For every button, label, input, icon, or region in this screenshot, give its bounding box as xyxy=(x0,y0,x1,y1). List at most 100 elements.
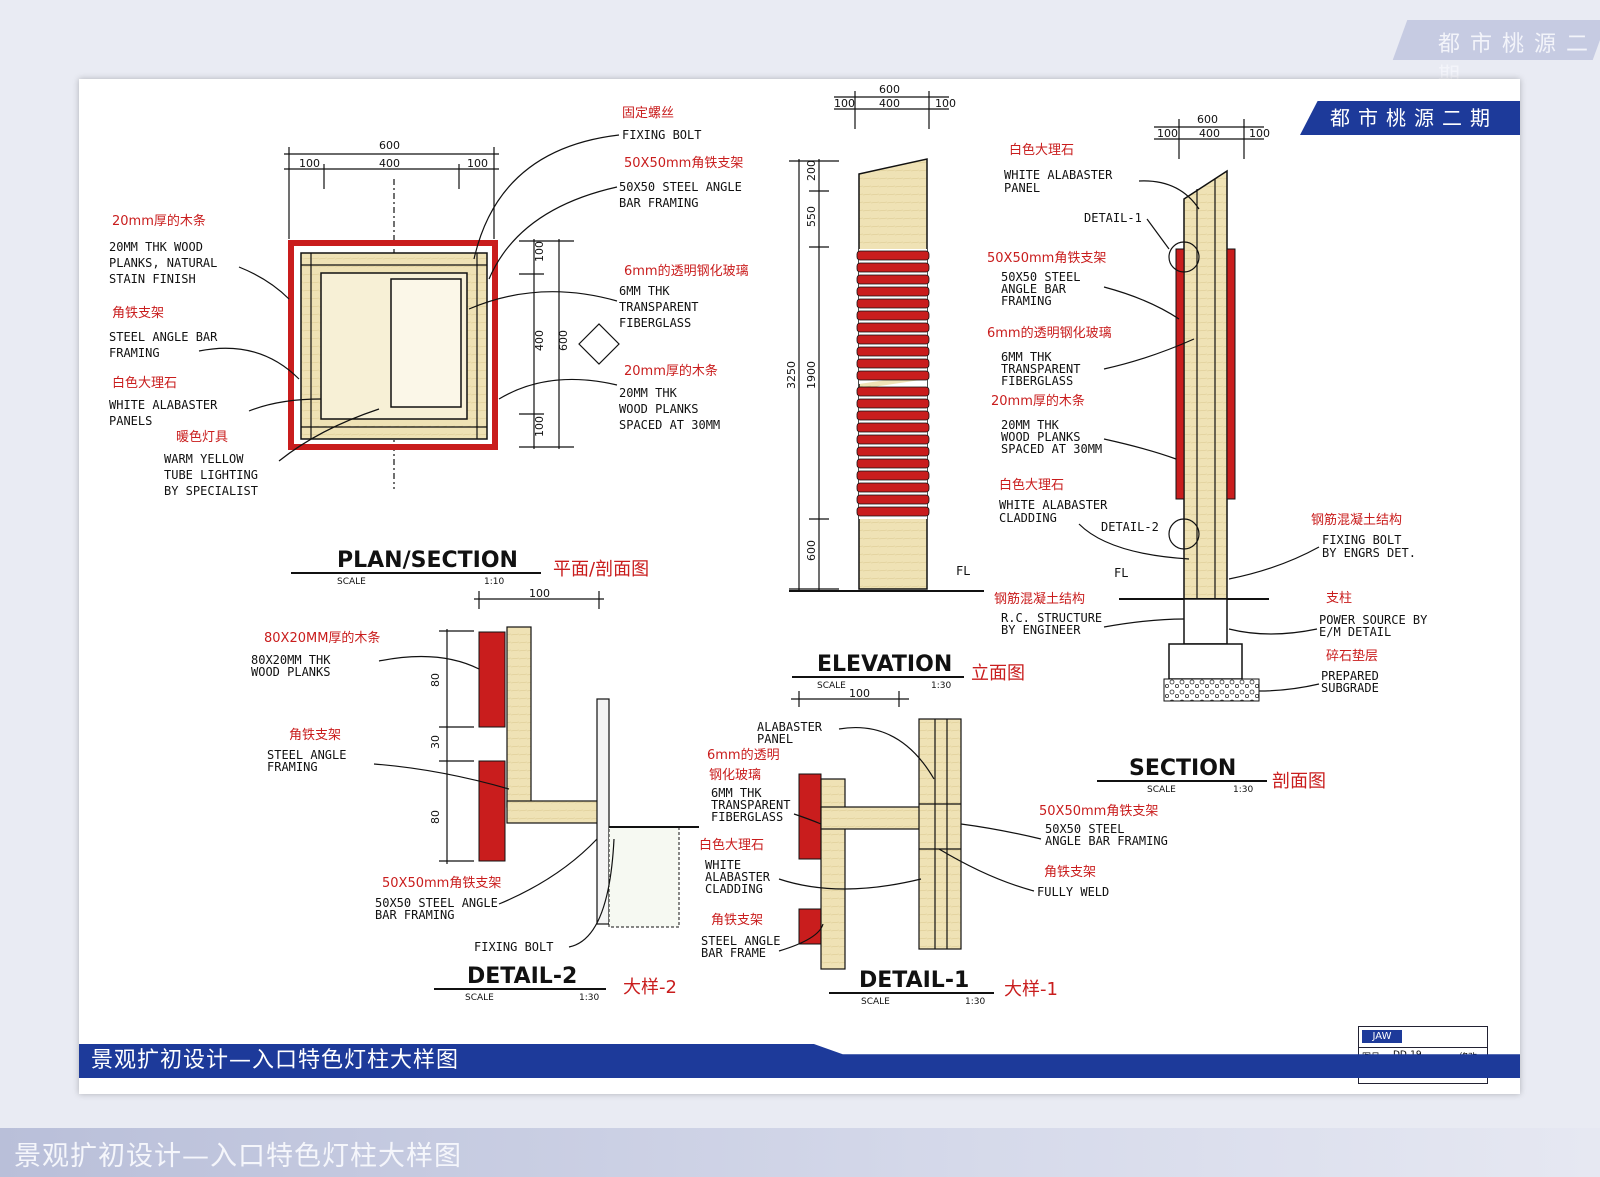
elevation-slat xyxy=(856,386,930,397)
elevation-tag: 立面图 xyxy=(971,663,1025,684)
svg-text:白色大理石: 白色大理石 xyxy=(699,837,764,853)
section-title: SECTION xyxy=(1129,756,1236,781)
svg-text:BY ENGINEER: BY ENGINEER xyxy=(1001,623,1081,637)
svg-text:PANELS: PANELS xyxy=(109,414,152,428)
detail1-drawing: 100 ALABASTER PANEL 6mm的透明 钢化玻璃 6MM THK xyxy=(699,687,1168,1007)
section-scale: 1:30 xyxy=(1233,785,1253,795)
detail2-title: DETAIL-2 xyxy=(467,964,577,989)
svg-text:6MM THK: 6MM THK xyxy=(1001,350,1052,364)
elevation-slat xyxy=(856,506,930,517)
svg-text:50X50 STEEL ANGLE: 50X50 STEEL ANGLE xyxy=(375,896,498,910)
drawing-canvas: 600 400 100 100 100 400 600 100 xyxy=(109,83,1428,1007)
elevation-slat xyxy=(856,358,930,369)
svg-text:50X50mm角铁支架: 50X50mm角铁支架 xyxy=(382,876,501,891)
svg-text:TRANSPARENT: TRANSPARENT xyxy=(619,300,698,314)
plan-label-wood-planks: 20mm厚的木条 20MM THK WOOD PLANKS, NATURAL S… xyxy=(109,213,290,300)
elev-dim-550: 550 xyxy=(805,206,818,227)
sect-dim-400: 400 xyxy=(1199,127,1220,140)
svg-text:FRAMING: FRAMING xyxy=(109,346,160,360)
d1-dim-100: 100 xyxy=(849,687,870,700)
detail2-tag: 大样-2 xyxy=(623,977,677,998)
d1-label-steel-angle: 角铁支架 STEEL ANGLE BAR FRAME xyxy=(701,913,824,960)
svg-text:TRANSPARENT: TRANSPARENT xyxy=(1001,362,1080,376)
svg-text:WHITE ALABASTER: WHITE ALABASTER xyxy=(999,498,1108,512)
detail1-scale: 1:30 xyxy=(965,997,985,1007)
sect-label-alabaster-cladding: 白色大理石 WHITE ALABASTER CLADDING xyxy=(999,477,1190,560)
svg-text:FRAMING: FRAMING xyxy=(267,760,318,774)
elev-dim-1900: 1900 xyxy=(805,361,818,389)
svg-text:角铁支架: 角铁支架 xyxy=(1044,865,1096,880)
svg-text:R.C. STRUCTURE: R.C. STRUCTURE xyxy=(1001,611,1102,625)
elevation-slat xyxy=(856,322,930,333)
svg-text:STEEL ANGLE: STEEL ANGLE xyxy=(267,748,346,762)
svg-text:50X50mm角铁支架: 50X50mm角铁支架 xyxy=(1039,804,1158,819)
svg-text:20MM THK WOOD: 20MM THK WOOD xyxy=(109,240,203,254)
elevation-slat xyxy=(856,494,930,505)
elevation-slat xyxy=(856,398,930,409)
svg-text:白色大理石: 白色大理石 xyxy=(112,375,177,391)
svg-text:FIBERGLASS: FIBERGLASS xyxy=(1001,374,1073,388)
sect-fl: FL xyxy=(1114,566,1128,580)
svg-text:20MM THK: 20MM THK xyxy=(619,386,678,400)
elevation-slats xyxy=(856,250,930,517)
svg-text:STEEL ANGLE: STEEL ANGLE xyxy=(701,934,780,948)
svg-text:WHITE ALABASTER: WHITE ALABASTER xyxy=(1004,168,1113,182)
svg-text:角铁支架: 角铁支架 xyxy=(112,306,164,321)
d1-label-fiberglass-cn: 6mm的透明 钢化玻璃 xyxy=(707,747,780,783)
svg-text:TUBE LIGHTING: TUBE LIGHTING xyxy=(164,468,258,482)
svg-text:角铁支架: 角铁支架 xyxy=(711,913,763,928)
detail1-tag: 大样-1 xyxy=(1004,979,1058,1000)
plan-label-steel-50x50: 50X50mm角铁支架 50X50 STEEL ANGLE BAR FRAMIN… xyxy=(488,156,743,280)
svg-text:钢筋混凝土结构: 钢筋混凝土结构 xyxy=(994,591,1085,607)
elev-dim-100-r: 100 xyxy=(935,97,956,110)
elevation-slat xyxy=(856,274,930,285)
detail2-scale: 1:30 xyxy=(579,993,599,1003)
sect-label-detail2: DETAIL-2 xyxy=(1101,520,1159,534)
elevation-scale: 1:30 xyxy=(931,681,951,691)
svg-text:50X50mm角铁支架: 50X50mm角铁支架 xyxy=(624,156,743,171)
sect-label-wood-spaced: 20mm厚的木条 20MM THK WOOD PLANKS SPACED AT … xyxy=(991,393,1177,460)
elevation-slat xyxy=(856,346,930,357)
elevation-slat xyxy=(856,410,930,421)
plan-label-fixing-bolt: 固定螺丝 FIXING BOLT xyxy=(473,106,701,260)
sect-label-power-source: 支柱 POWER SOURCE BY E/M DETAIL xyxy=(1228,591,1428,639)
svg-text:20mm厚的木条: 20mm厚的木条 xyxy=(991,393,1085,409)
elevation-scale-label: SCALE xyxy=(817,681,846,691)
plan-label-fiberglass: 6mm的透明钢化玻璃 6MM THK TRANSPARENT FIBERGLAS… xyxy=(468,263,749,330)
d2-label-steel-50x50: 50X50mm角铁支架 50X50 STEEL ANGLE BAR FRAMIN… xyxy=(375,838,598,922)
sect-label-alabaster-panel: 白色大理石 WHITE ALABASTER PANEL xyxy=(1004,142,1200,210)
svg-text:CLADDING: CLADDING xyxy=(705,882,763,896)
sect-label-rc-structure: 钢筋混凝土结构 R.C. STRUCTURE BY ENGINEER xyxy=(994,591,1185,637)
svg-text:50X50mm角铁支架: 50X50mm角铁支架 xyxy=(987,251,1106,266)
svg-text:20MM THK: 20MM THK xyxy=(1001,418,1060,432)
svg-text:50X50 STEEL ANGLE: 50X50 STEEL ANGLE xyxy=(619,180,742,194)
elev-dim-100-l: 100 xyxy=(834,97,855,110)
elevation-slat xyxy=(856,310,930,321)
svg-text:DETAIL-2: DETAIL-2 xyxy=(1101,520,1159,534)
elevation-slat xyxy=(856,458,930,469)
plan-dim-v-400: 400 xyxy=(533,330,546,351)
elevation-slat xyxy=(856,298,930,309)
detail2-scale-label: SCALE xyxy=(465,993,494,1003)
svg-text:WHITE ALABASTER: WHITE ALABASTER xyxy=(109,398,218,412)
d2-dim-80a: 80 xyxy=(429,673,442,687)
svg-text:PLANKS, NATURAL: PLANKS, NATURAL xyxy=(109,256,217,270)
svg-text:6MM THK: 6MM THK xyxy=(619,284,670,298)
svg-text:POWER SOURCE BY: POWER SOURCE BY xyxy=(1319,613,1428,627)
elev-dim-200: 200 xyxy=(805,160,818,181)
svg-text:E/M DETAIL: E/M DETAIL xyxy=(1319,625,1391,639)
project-header: 都市桃源二期 xyxy=(1300,101,1520,135)
elevation-slat xyxy=(856,470,930,481)
sect-dim-600: 600 xyxy=(1197,113,1218,126)
d1-label-fiberglass-en: 6MM THK TRANSPARENT FIBERGLASS xyxy=(711,786,822,825)
svg-text:50X50 STEEL: 50X50 STEEL xyxy=(1045,822,1124,836)
svg-text:SUBGRADE: SUBGRADE xyxy=(1321,681,1379,695)
elev-dim-3250: 3250 xyxy=(785,361,798,389)
section-scale-label: SCALE xyxy=(1147,785,1176,795)
elevation-slat xyxy=(856,370,930,381)
svg-text:PANEL: PANEL xyxy=(757,732,793,746)
svg-text:PANEL: PANEL xyxy=(1004,181,1040,195)
svg-text:BAR FRAMING: BAR FRAMING xyxy=(375,908,454,922)
svg-text:暖色灯具: 暖色灯具 xyxy=(176,429,228,445)
svg-text:80X20MM THK: 80X20MM THK xyxy=(251,653,331,667)
